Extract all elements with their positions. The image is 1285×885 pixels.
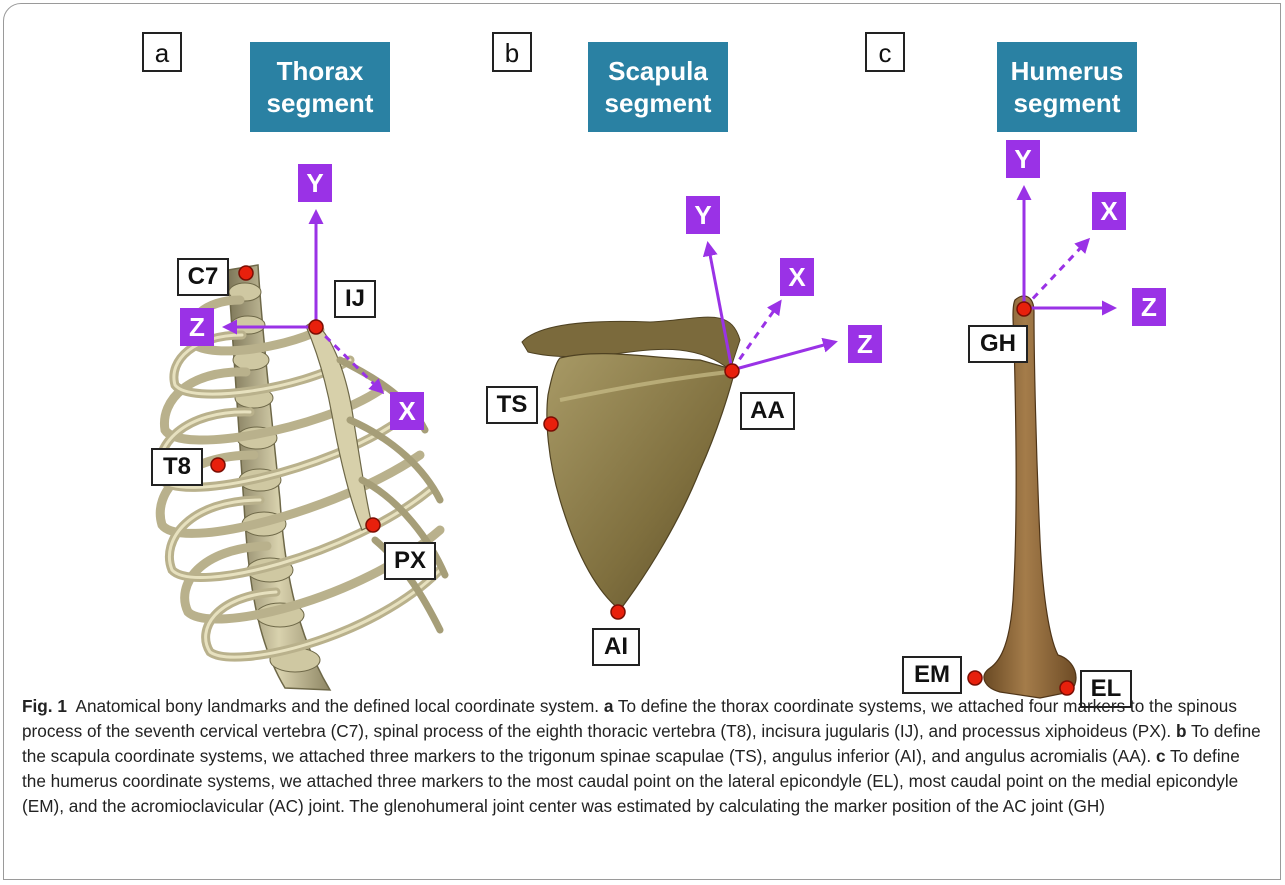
panel-c-letter: c — [865, 32, 905, 72]
landmark-t8-label: T8 — [151, 448, 203, 486]
caption-fig-label: Fig. 1 — [22, 696, 67, 716]
caption-c-label: c — [1156, 746, 1166, 766]
scapula-axes — [708, 244, 835, 370]
marker-t8 — [211, 458, 225, 472]
landmark-aa-label: AA — [740, 392, 795, 430]
landmark-c7-label: C7 — [177, 258, 229, 296]
marker-el — [1060, 681, 1074, 695]
humerus-axis-z-label: Z — [1132, 288, 1166, 326]
figure-caption: Fig. 1 Anatomical bony landmarks and the… — [22, 694, 1267, 819]
marker-aa — [725, 364, 739, 378]
scapula-axis-x-label: X — [780, 258, 814, 296]
marker-em — [968, 671, 982, 685]
landmark-ai-label: AI — [592, 628, 640, 666]
scapula-axis-y-label: Y — [686, 196, 720, 234]
caption-intro: Anatomical bony landmarks and the define… — [76, 696, 600, 716]
thorax-axis-x-label: X — [390, 392, 424, 430]
landmark-ts-label: TS — [486, 386, 538, 424]
humerus-axis-x-label: X — [1092, 192, 1126, 230]
marker-px — [366, 518, 380, 532]
marker-gh — [1017, 302, 1031, 316]
caption-a-label: a — [604, 696, 614, 716]
marker-ai — [611, 605, 625, 619]
marker-ts — [544, 417, 558, 431]
scapula-axis-z-label: Z — [848, 325, 882, 363]
thorax-axis-y-label: Y — [298, 164, 332, 202]
thorax-title: Thorax segment — [250, 42, 390, 132]
thorax-axis-z-label: Z — [180, 308, 214, 346]
humerus-title: Humerus segment — [997, 42, 1137, 132]
scapula-bone — [522, 317, 740, 610]
marker-ij — [309, 320, 323, 334]
landmark-px-label: PX — [384, 542, 436, 580]
scapula-title: Scapula segment — [588, 42, 728, 132]
panel-b-letter: b — [492, 32, 532, 72]
panel-a-letter: a — [142, 32, 182, 72]
marker-c7 — [239, 266, 253, 280]
caption-b-label: b — [1176, 721, 1187, 741]
landmark-ij-label: IJ — [334, 280, 376, 318]
landmark-em-label: EM — [902, 656, 962, 694]
landmark-gh-label: GH — [968, 325, 1028, 363]
humerus-axis-y-label: Y — [1006, 140, 1040, 178]
